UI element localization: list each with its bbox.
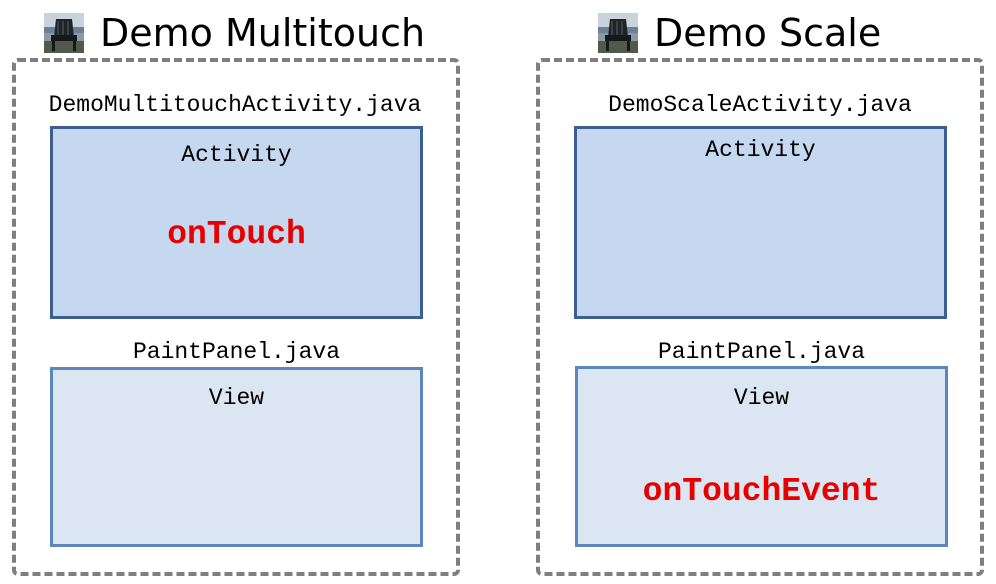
view-box-label: View	[733, 385, 790, 411]
activity-file-label: DemoMultitouchActivity.java	[48, 92, 422, 118]
scale-container	[536, 58, 984, 576]
view-file-label: PaintPanel.java	[132, 339, 341, 365]
activity-box-label: Activity	[705, 137, 816, 163]
multitouch-container	[12, 58, 460, 576]
panel-title-text: Demo Multitouch	[100, 11, 426, 55]
panel-title-multitouch: Demo Multitouch	[44, 6, 425, 60]
on-touch-handler: onTouch	[167, 216, 306, 253]
activity-box-label: Activity	[181, 142, 292, 168]
chair-photo-icon	[44, 13, 84, 53]
view-box: View	[50, 367, 423, 547]
chair-photo-icon	[598, 13, 638, 53]
activity-file-label: DemoScaleActivity.java	[608, 92, 912, 118]
activity-box: Activity	[574, 126, 947, 319]
panel-title-text: Demo Scale	[654, 11, 882, 55]
on-touch-event-handler: onTouchEvent	[642, 473, 881, 510]
panel-title-scale: Demo Scale	[598, 6, 881, 60]
view-box-label: View	[208, 385, 265, 411]
view-file-label: PaintPanel.java	[657, 339, 866, 365]
activity-box: Activity onTouch	[50, 126, 423, 319]
view-box: View onTouchEvent	[575, 366, 948, 547]
